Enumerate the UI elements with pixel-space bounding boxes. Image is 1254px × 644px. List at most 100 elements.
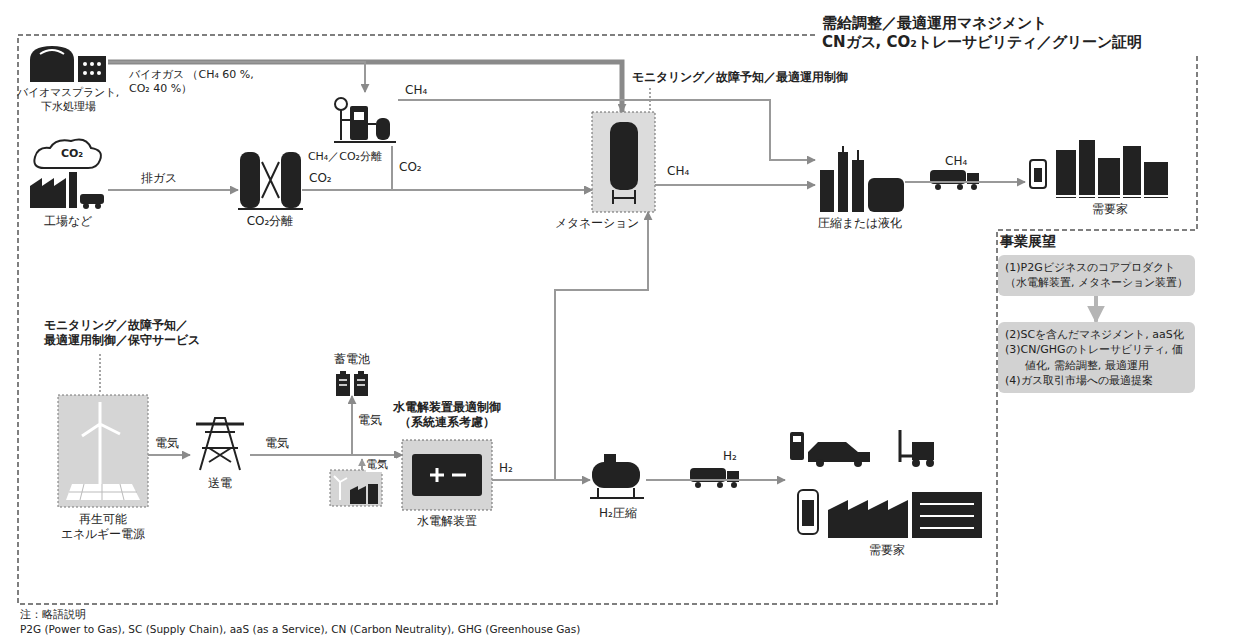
consumer-facilities-icon bbox=[790, 430, 982, 538]
outlook-item: (4)ガス取引市場への最適提案 bbox=[1005, 373, 1188, 388]
icon-shape bbox=[604, 454, 616, 462]
icon-shape bbox=[262, 162, 279, 198]
battery: 蓄電池 bbox=[334, 370, 370, 396]
icon-shape bbox=[196, 423, 244, 426]
node-label: 水電解装置 bbox=[392, 514, 502, 529]
icon-shape bbox=[816, 459, 824, 467]
icon-shape bbox=[1050, 195, 1170, 197]
flow-connector bbox=[108, 189, 238, 191]
co2-separator: CO₂分離 bbox=[238, 150, 302, 210]
flow-label: 電気 bbox=[154, 436, 180, 451]
icon-shape bbox=[350, 106, 368, 140]
icon-shape bbox=[341, 110, 350, 140]
icon-shape bbox=[695, 482, 701, 488]
icon-shape bbox=[34, 140, 101, 169]
icon-shape bbox=[358, 371, 364, 374]
icon-shape bbox=[808, 442, 870, 462]
leader-line bbox=[99, 354, 101, 393]
icon-shape bbox=[82, 402, 120, 488]
icon-shape bbox=[83, 71, 87, 75]
consumer: 需要家 bbox=[785, 425, 990, 540]
icon-shape bbox=[592, 112, 655, 212]
flow-connector bbox=[905, 181, 1025, 183]
icon-shape bbox=[402, 440, 492, 510]
icon-shape bbox=[590, 488, 644, 498]
flow-label: CH₄ bbox=[944, 154, 968, 169]
icon-shape bbox=[281, 152, 301, 208]
transmission: 送電 bbox=[190, 414, 250, 472]
node-label: 蓄電池 bbox=[312, 352, 392, 367]
icon-shape bbox=[1098, 158, 1120, 198]
icon-shape bbox=[58, 395, 148, 507]
node-label: 圧縮または液化 bbox=[795, 216, 925, 231]
icon-shape bbox=[920, 504, 974, 528]
icon-shape bbox=[717, 482, 723, 488]
flow-connector bbox=[108, 62, 622, 112]
icon-shape bbox=[97, 62, 101, 66]
icon-shape bbox=[1079, 140, 1095, 198]
icon-shape bbox=[912, 459, 920, 467]
flow-label: CH₄ bbox=[404, 83, 428, 98]
biomass-plant: バイオマスプラント, 下水処理場 bbox=[28, 44, 108, 82]
icon-shape bbox=[368, 484, 378, 504]
outlook-item: (3)CN/GHGのトレーサビリティ, 価値化, 需給調整, 最適運用 bbox=[1005, 342, 1188, 373]
flow-label: H₂ bbox=[722, 449, 738, 464]
icon-shape bbox=[843, 146, 858, 160]
gas-separator: CH₄／CO₂分離 bbox=[332, 92, 398, 146]
icon-shape bbox=[935, 184, 941, 190]
tube-trailer-icon bbox=[690, 468, 739, 488]
biomass-plant-icon bbox=[30, 46, 106, 82]
flow-connector bbox=[148, 454, 190, 456]
icon-shape bbox=[820, 170, 834, 212]
icon-shape bbox=[612, 190, 636, 204]
flow-label: 電気 bbox=[264, 436, 290, 451]
icon-shape bbox=[852, 160, 864, 212]
icon-shape bbox=[238, 208, 303, 210]
node-label: 送電 bbox=[180, 476, 260, 491]
outlook-item: (1)P2Gビジネスのコアプロダクト （水電解装置, メタネーション装置） bbox=[1005, 260, 1188, 291]
flow-label: CO₂ bbox=[308, 171, 333, 186]
footnote: 注：略語説明 bbox=[20, 608, 220, 621]
flow-label: バイオガス （CH₄ 60 %, CO₂ 40 %） bbox=[128, 68, 265, 96]
city-icon bbox=[1030, 140, 1170, 198]
icon-shape bbox=[340, 371, 346, 374]
icon-shape bbox=[335, 98, 347, 110]
icon-shape bbox=[368, 123, 376, 125]
icon-shape bbox=[90, 62, 94, 66]
icon-shape bbox=[430, 468, 466, 482]
management-region: 需給調整／最適運用マネジメントCNガス, CO₂トレーサビリティ／グリーン証明バ… bbox=[18, 35, 1197, 604]
icon-shape bbox=[1034, 168, 1042, 182]
methanation-unit: メタネーション bbox=[592, 112, 655, 212]
node-label: バイオマスプラント, 下水処理場 bbox=[10, 86, 126, 114]
node-label: 再生可能 エネルギー電源 bbox=[43, 512, 163, 542]
footnote: P2G (Power to Gas), SC (Supply Chain), a… bbox=[20, 623, 820, 636]
renewable-source: 再生可能 エネルギー電源 bbox=[58, 395, 148, 507]
node-label: CH₄／CO₂分離 bbox=[290, 150, 382, 164]
icon-shape bbox=[957, 184, 963, 190]
refinery-icon bbox=[820, 146, 904, 212]
flow-label: 排ガス bbox=[140, 171, 178, 186]
flow-label: CO₂ bbox=[398, 160, 423, 175]
node-label: メタネーション bbox=[540, 216, 639, 231]
icon-shape bbox=[798, 490, 818, 534]
icon-shape bbox=[30, 46, 74, 82]
icon-shape bbox=[69, 484, 137, 500]
node-label: 需要家 bbox=[1070, 202, 1150, 217]
flow-connector bbox=[646, 479, 785, 481]
flow-connector bbox=[492, 212, 648, 480]
factory-icon bbox=[30, 140, 104, 209]
methanation-unit-icon bbox=[592, 112, 655, 212]
icon-shape bbox=[828, 500, 908, 538]
battery-icon bbox=[336, 371, 368, 396]
flow-connector bbox=[398, 100, 815, 160]
icon-shape bbox=[97, 71, 101, 75]
icon-shape bbox=[900, 430, 914, 462]
flow-label: H₂ bbox=[498, 461, 514, 476]
icon-shape bbox=[610, 122, 638, 190]
flow-connector bbox=[655, 184, 815, 186]
icon-shape bbox=[1144, 162, 1168, 198]
flow-connector bbox=[302, 189, 592, 191]
icon-shape bbox=[330, 470, 382, 506]
icon-shape bbox=[592, 462, 640, 488]
